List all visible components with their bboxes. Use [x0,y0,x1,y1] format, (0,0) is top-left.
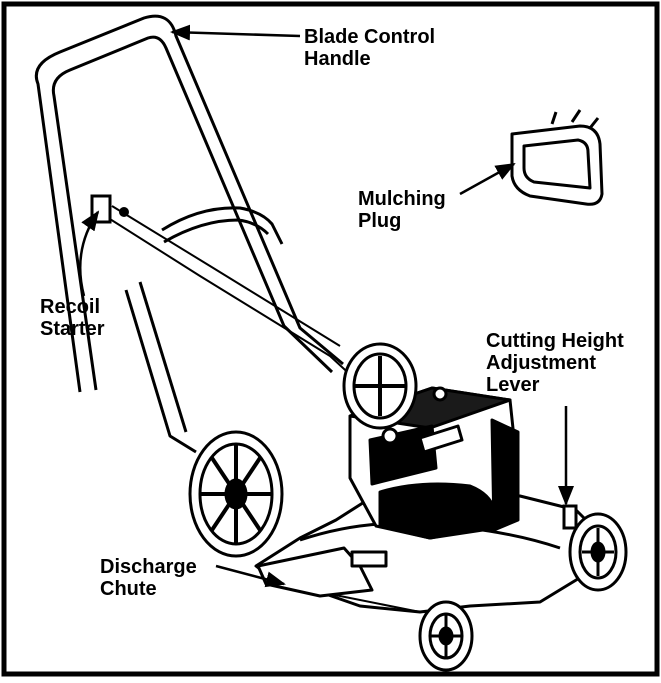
mulching-plug-label: Mulching Plug [358,188,446,232]
front-right-wheel [568,512,628,592]
leader-lines [78,24,574,588]
rear-left-wheel [188,430,284,558]
label-line: Plug [358,210,402,232]
blade-control-leader [170,24,301,41]
mulching-plug-leader [459,162,516,196]
blade-control-handle-label: Blade Control Handle [304,26,435,70]
label-line: Blade Control [304,26,436,48]
mulching-plug-part [510,109,604,206]
label-line: Cutting Height [486,330,624,352]
label-line: Adjustment [486,352,596,374]
front-left-wheel [418,600,474,672]
rear-right-wheel [342,342,418,430]
discharge-chute-part [256,546,388,598]
cutting-height-adjustment-lever-label: Cutting Height Adjustment Lever [486,330,624,396]
label-line: Starter [40,318,105,340]
label-line: Handle [304,48,371,70]
cutting-height-lever-part [562,504,578,530]
recoil-starter-grip [90,194,129,224]
recoil-starter-leader [78,210,100,297]
mower-handle [34,14,357,454]
discharge-chute-label: Discharge Chute [100,556,197,600]
label-line: Recoil [40,296,101,318]
label-line: Lever [486,374,540,396]
recoil-starter-label: Recoil Starter [40,296,104,340]
label-line: Discharge [100,556,197,578]
discharge-chute-leader [215,564,286,588]
label-line: Chute [100,578,157,600]
label-line: Mulching [358,188,446,210]
